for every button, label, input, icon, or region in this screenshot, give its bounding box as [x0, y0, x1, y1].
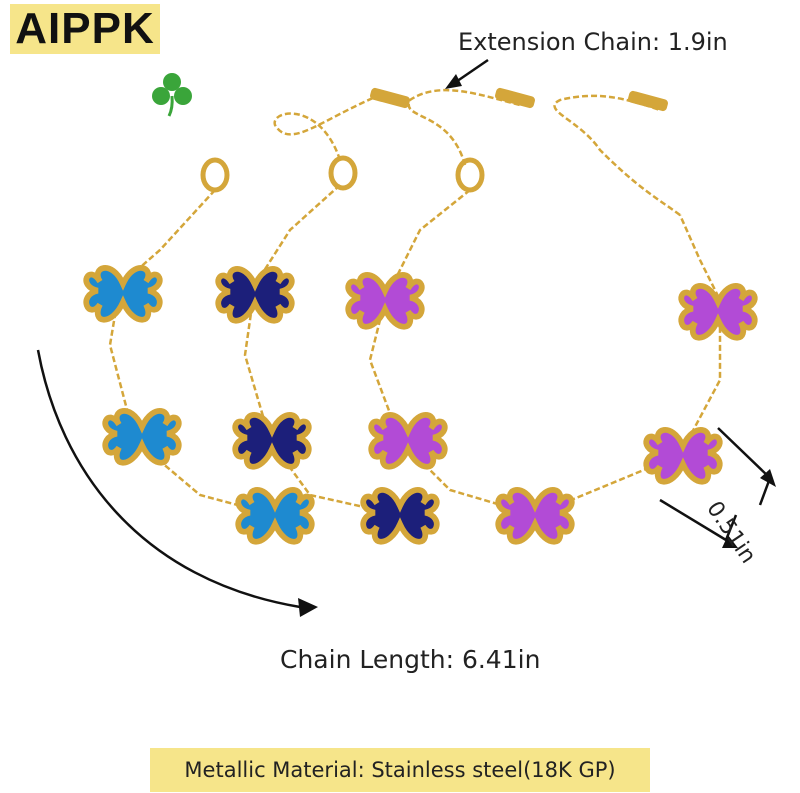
material-label: Metallic Material: Stainless steel(18K G…	[184, 758, 616, 782]
shamrock-icon	[152, 73, 192, 117]
brand-logo: AIPPK	[10, 4, 160, 54]
material-banner: Metallic Material: Stainless steel(18K G…	[150, 748, 650, 792]
brand-name: AIPPK	[15, 4, 155, 53]
chain-length-label: Chain Length: 6.41in	[280, 645, 541, 674]
extension-chain-label: Extension Chain: 1.9in	[458, 28, 728, 56]
